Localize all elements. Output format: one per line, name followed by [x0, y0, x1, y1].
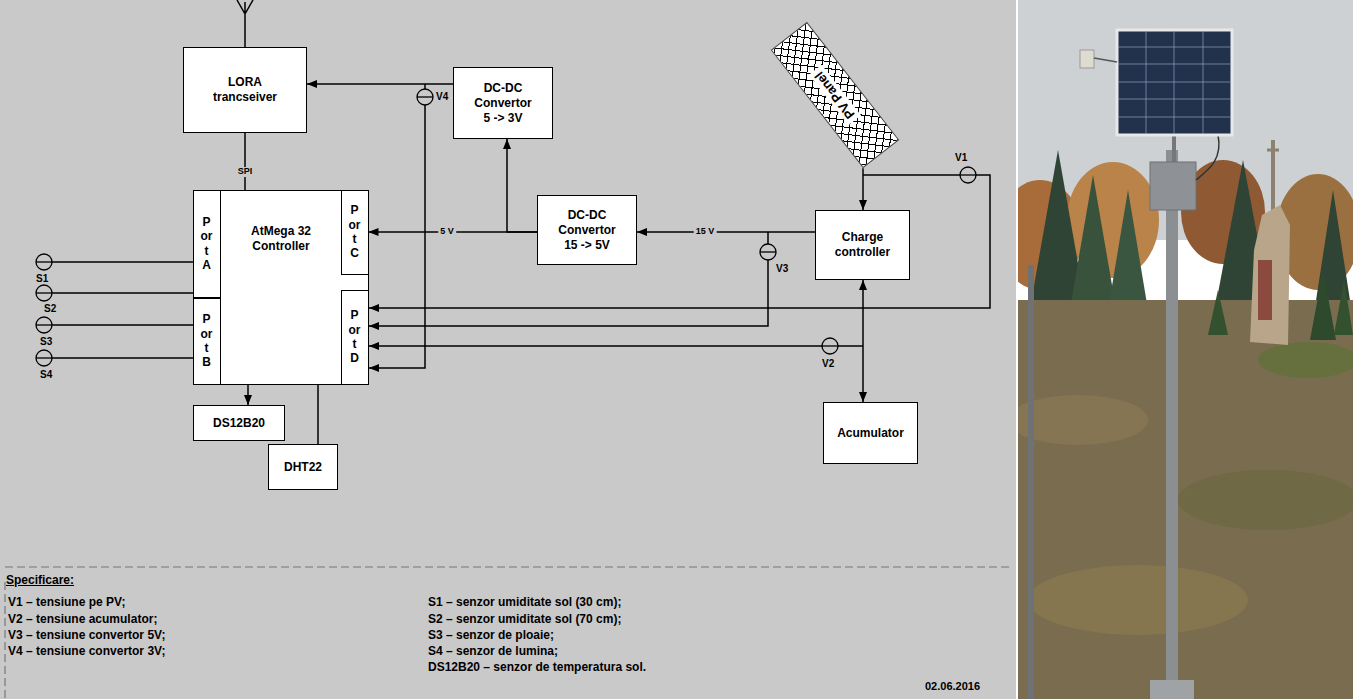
- converter-box: DC-DC Convertor 5 -> 3V: [453, 67, 553, 139]
- bracket: [1172, 135, 1176, 162]
- note-line: S2 – senzor umiditate sol (70 cm);: [428, 613, 621, 626]
- sensor-name: S3: [40, 336, 52, 347]
- signal-wire: [369, 175, 990, 308]
- sensor-box: [1080, 50, 1094, 68]
- transceiver-box: LORA trancseiver: [183, 47, 307, 133]
- port-box: Port D: [341, 290, 369, 385]
- connector: [507, 139, 537, 232]
- wire-label: 15 V: [694, 227, 717, 237]
- note-line: V2 – tensiune acumulator;: [8, 613, 157, 626]
- connector: [862, 168, 864, 210]
- pv-panel: PV Panel: [771, 22, 900, 169]
- sensor-arm: [1094, 58, 1117, 62]
- charge-controller-box: Charge controller: [815, 210, 910, 280]
- port-box: Port A: [193, 190, 221, 298]
- connector: [862, 280, 864, 402]
- connector: [247, 385, 249, 405]
- box-label: DC-DC Convertor 5 -> 3V: [472, 81, 534, 126]
- port-name: Port B: [201, 312, 213, 370]
- note-line: V3 – tensiune convertor 5V;: [8, 629, 165, 642]
- box-label: Acumulator: [837, 426, 904, 441]
- pole-base: [1150, 680, 1194, 699]
- sensor-box: DHT22: [268, 444, 338, 490]
- note-line: S3 – senzor de ploaie;: [428, 629, 554, 642]
- note-line: DS12B20 – senzor de temperatura sol.: [428, 661, 646, 674]
- signal-name: V4: [436, 91, 448, 102]
- signal-name: V2: [822, 358, 834, 369]
- pole: [1028, 265, 1034, 699]
- converter-box: DC-DC Convertor 15 -> 5V: [537, 195, 637, 265]
- sensor-wire: [52, 262, 193, 358]
- date-stamp: 02.06.2016: [925, 680, 980, 692]
- port-name: Port D: [349, 308, 361, 366]
- site-photo: [1018, 0, 1353, 699]
- sensor-name: S1: [36, 273, 48, 284]
- sensor-name: S4: [40, 369, 52, 380]
- connector: [637, 231, 815, 233]
- separator-line: [5, 566, 1012, 567]
- cable: [1196, 135, 1219, 180]
- connector: [244, 133, 246, 190]
- signal-name: V3: [776, 263, 788, 274]
- box-label: PV Panel: [809, 65, 861, 125]
- box-label: AtMega 32 Controller: [241, 224, 321, 254]
- box-label: DC-DC Convertor 15 -> 5V: [556, 208, 618, 253]
- box-label: DS12B20: [213, 416, 265, 431]
- controller-box: AtMega 32 Controller Port A Port B Port C Po…: [193, 190, 369, 385]
- connector: [317, 385, 319, 444]
- wire-label: 5 V: [438, 227, 456, 237]
- note-line: S4 – senzor de lumina;: [428, 645, 558, 658]
- box-label: LORA trancseiver: [205, 75, 285, 105]
- grass-patches: [1018, 342, 1353, 635]
- antenna-symbol: [237, 0, 253, 47]
- note-line: S1 – senzor umiditate sol (30 cm);: [428, 596, 621, 609]
- port-box: Port C: [341, 190, 369, 275]
- note-line: V1 – tensiune pe PV;: [8, 596, 125, 609]
- sensor-name: S2: [44, 303, 56, 314]
- battery-box: Acumulator: [823, 402, 918, 464]
- tree-line: [1018, 150, 1353, 320]
- solar-panel: [1117, 30, 1232, 135]
- port-box: Port B: [193, 298, 221, 385]
- pole: [1166, 150, 1178, 690]
- note-line: V4 – tensiune convertor 3V;: [8, 645, 165, 658]
- connector: [307, 83, 453, 85]
- port-name: Port C: [349, 203, 361, 261]
- enclosure-box: [1150, 162, 1196, 210]
- box-label: DHT22: [284, 460, 322, 475]
- sensor-box: DS12B20: [193, 405, 285, 441]
- wire-label: SPI: [236, 167, 255, 177]
- monument: [1250, 140, 1290, 345]
- signal-wire: [369, 345, 863, 347]
- separator-line: [4, 582, 5, 699]
- notes-heading: Specificare:: [6, 574, 74, 587]
- port-name: Port A: [201, 215, 213, 273]
- box-label: Charge controller: [828, 230, 898, 260]
- signal-name: V1: [955, 152, 967, 163]
